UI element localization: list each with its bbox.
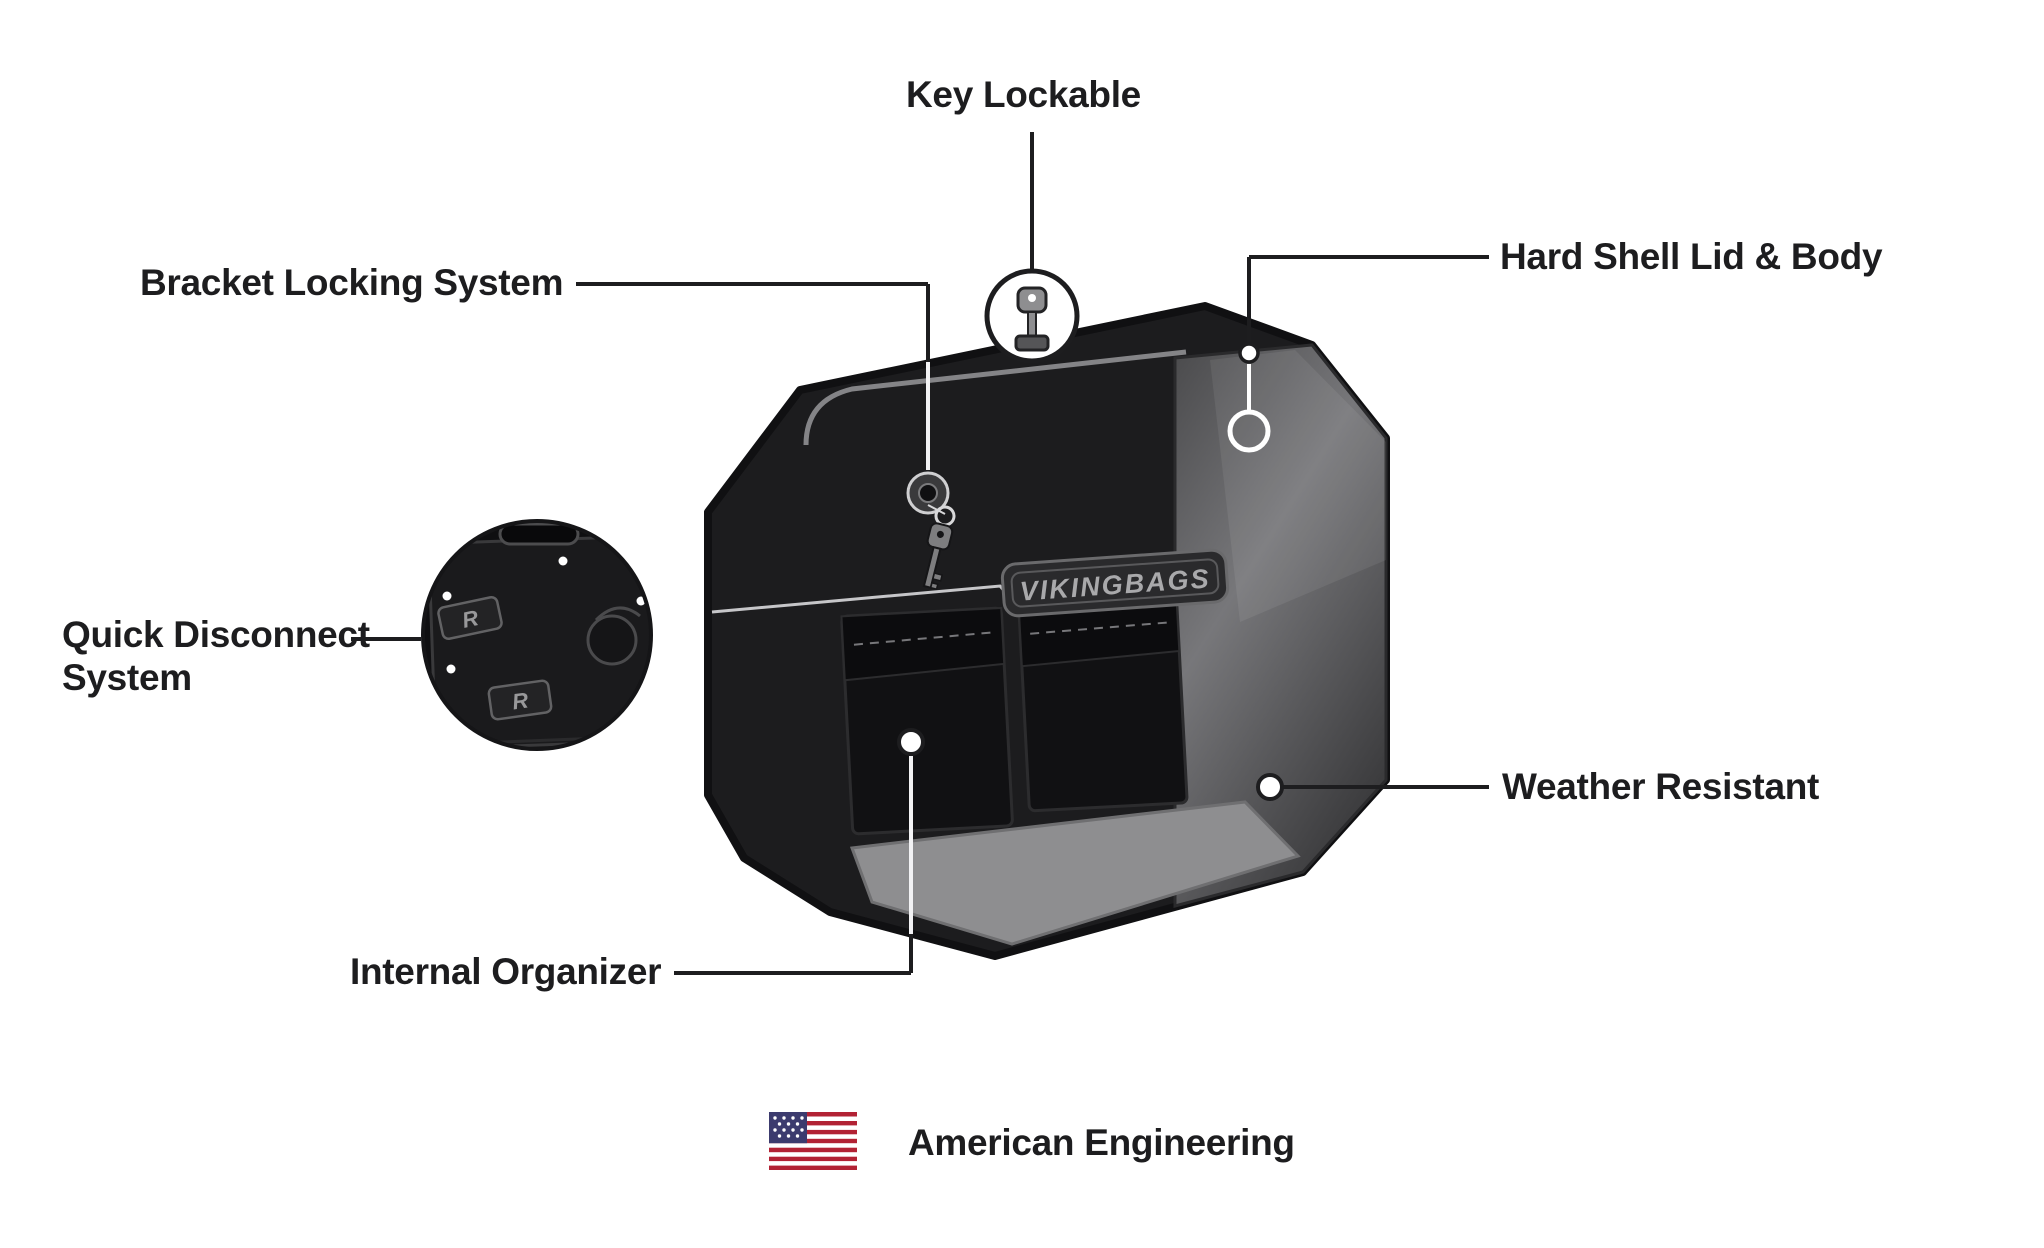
mount-slot [498, 522, 580, 546]
label-hard-shell-lid-body: Hard Shell Lid & Body [1500, 236, 1883, 277]
lid-edge-seam [803, 349, 1187, 446]
cam-lock [586, 614, 638, 666]
quick-disconnect-plate: R R [421, 519, 653, 751]
bag-glossy-panel [1173, 343, 1388, 908]
screw-dot [446, 664, 456, 674]
weather-resistant-callout [1256, 773, 1489, 801]
keyhole-icon [906, 471, 950, 515]
dangling-key-icon [922, 505, 956, 591]
organizer-pocket-left [840, 606, 1014, 836]
key-lockable-callout [984, 132, 1080, 364]
bracket-logo-letter: R [460, 605, 481, 633]
bag-interior-floor [849, 800, 1301, 946]
hard-shell-dot-marker [1238, 342, 1260, 364]
bracket-locking-callout [576, 282, 930, 470]
mount-bracket-1: R [437, 595, 503, 641]
organizer-pocket-right [1017, 596, 1189, 813]
screw-dot [558, 556, 568, 566]
screw-dot [442, 591, 452, 601]
label-bracket-locking-system: Bracket Locking System [140, 262, 564, 303]
hard-shell-callout [1227, 255, 1489, 453]
hard-case-bag: VIKINGBAGS [704, 302, 1390, 960]
label-quick-disconnect-line2: System [62, 656, 192, 698]
brand-badge: VIKINGBAGS [1000, 548, 1230, 618]
mount-bracket-2: R [487, 679, 553, 721]
hard-shell-ring-marker [1227, 409, 1271, 453]
weather-resistant-marker [1256, 773, 1284, 801]
label-quick-disconnect-line1: Quick Disconnect [62, 614, 370, 655]
us-flag-icon [769, 1112, 857, 1170]
bag-panel-sheen [1210, 350, 1386, 622]
label-quick-disconnect-system: Quick Disconnect System [62, 614, 370, 700]
label-american-engineering: American Engineering [908, 1122, 1295, 1163]
label-internal-organizer: Internal Organizer [350, 951, 662, 992]
key-icon [1014, 286, 1050, 352]
bracket-logo-letter: R [511, 687, 530, 714]
label-weather-resistant: Weather Resistant [1502, 766, 1820, 807]
internal-organizer-callout [674, 728, 925, 975]
internal-organizer-marker [897, 728, 925, 756]
label-key-lockable: Key Lockable [906, 74, 1141, 115]
